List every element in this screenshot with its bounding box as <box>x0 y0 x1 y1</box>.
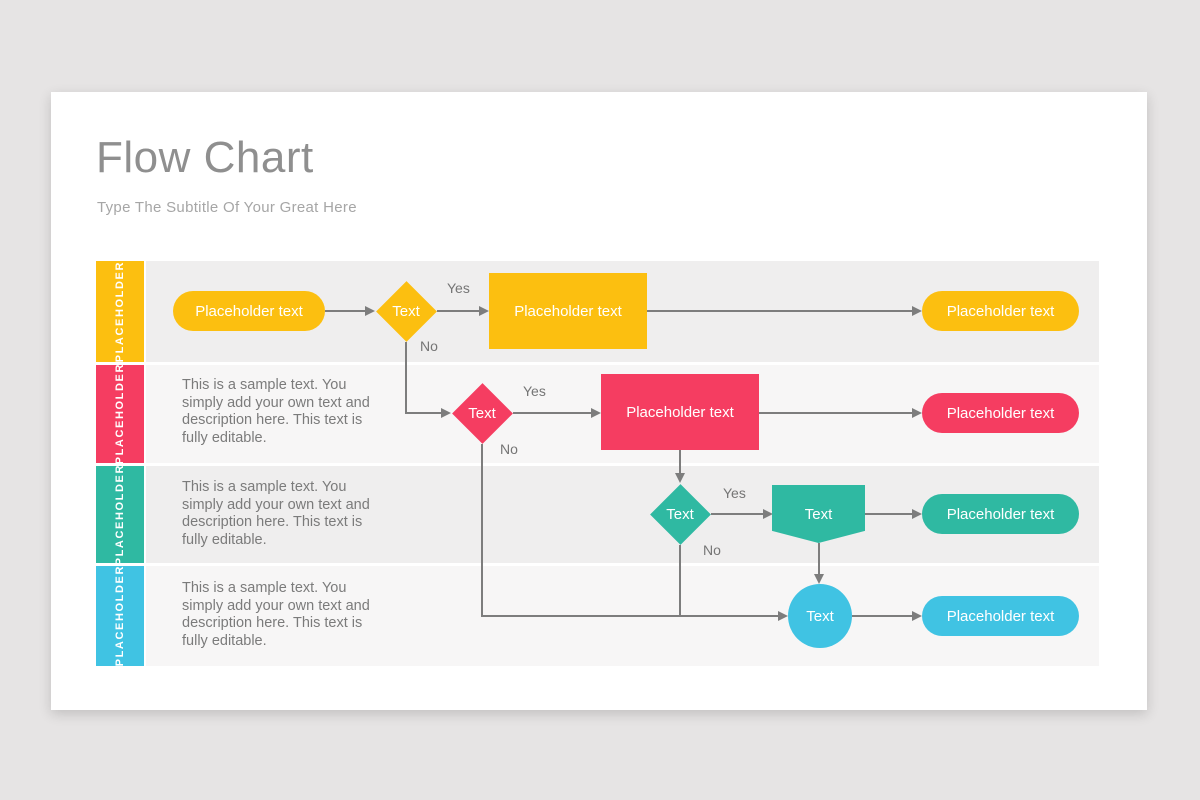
connector-offpage-to-end3 <box>865 509 922 519</box>
end-pill-lane1: Placeholder text <box>922 291 1079 331</box>
decision-diamond-lane3-text: Text <box>666 505 694 523</box>
end-pill-lane2: Placeholder text <box>922 393 1079 433</box>
connector-lines <box>325 306 922 621</box>
decision-diamond-lane1-text: Text <box>392 302 420 320</box>
connector-process2-to-end2 <box>759 408 922 418</box>
description-lane2: This is a sample text. You simply add yo… <box>182 377 370 446</box>
swimlane-2-label: PLACEHOLDER <box>96 363 144 465</box>
description-lane4: This is a sample text. You simply add yo… <box>182 580 370 649</box>
process-box-lane2: Placeholder text <box>601 374 759 450</box>
yes-label-lane3: Yes <box>723 485 746 501</box>
connector-decision1-yes-to-process1 <box>437 306 489 316</box>
connector-decision1-no-to-decision2 <box>405 342 451 418</box>
decision-diamond-lane2: Text <box>451 382 513 444</box>
process-box-lane1: Placeholder text <box>489 273 647 349</box>
decision-diamond-lane1: Text <box>375 280 437 342</box>
end-pill-lane4: Placeholder text <box>922 596 1079 636</box>
swimlane-3-label: PLACEHOLDER <box>96 464 144 565</box>
swimlane-1-label: PLACEHOLDER <box>96 261 144 362</box>
connector-process2-to-decision3 <box>675 450 685 483</box>
connector-terminator-to-end4 <box>852 611 922 621</box>
yes-label-lane1: Yes <box>447 280 470 296</box>
no-label-lane3: No <box>703 542 721 558</box>
decision-diamond-lane3: Text <box>649 483 711 545</box>
slide-card: Flow Chart Type The Subtitle Of Your Gre… <box>51 92 1147 710</box>
connector-offpage-to-terminator <box>814 543 824 584</box>
end-pill-lane3: Placeholder text <box>922 494 1079 534</box>
connector-decision2-no-to-terminator <box>481 444 788 621</box>
offpage-connector-lane3: Text <box>772 485 865 543</box>
no-label-lane1: No <box>420 338 438 354</box>
start-pill-lane1: Placeholder text <box>173 291 325 331</box>
no-label-lane2: No <box>500 441 518 457</box>
decision-diamond-lane2-text: Text <box>468 404 496 422</box>
connector-decision3-yes-to-offpage <box>711 509 773 519</box>
swimlane-4-label: PLACEHOLDER <box>96 565 144 667</box>
connector-decision2-yes-to-process2 <box>513 408 601 418</box>
connector-process1-to-end1 <box>647 306 922 316</box>
connector-start-to-decision1 <box>325 306 375 316</box>
description-lane3: This is a sample text. You simply add yo… <box>182 479 370 548</box>
page-subtitle: Type The Subtitle Of Your Great Here <box>97 199 357 216</box>
terminator-circle-lane4: Text <box>788 584 852 648</box>
yes-label-lane2: Yes <box>523 383 546 399</box>
flowchart-diagram: PLACEHOLDER PLACEHOLDER PLACEHOLDER PLAC… <box>96 261 1099 667</box>
page-title: Flow Chart <box>96 133 314 182</box>
